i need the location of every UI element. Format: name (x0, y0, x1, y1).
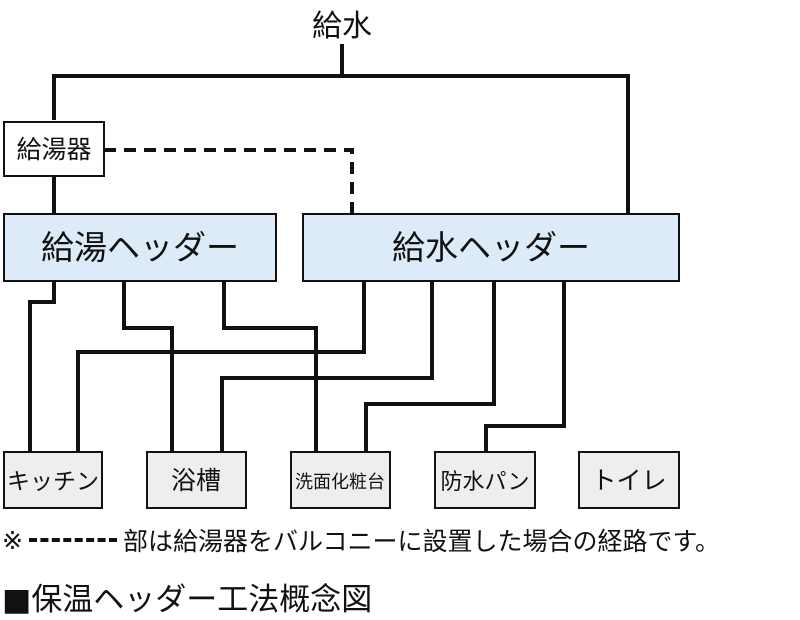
water-heater-label: 給湯器 (16, 135, 91, 164)
cold-header-label: 給水ヘッダー (392, 228, 590, 267)
cold-to-washbasin-pipe (364, 281, 496, 452)
cold-to-bath-pipe (220, 281, 434, 452)
supply-label: 給水 (312, 9, 372, 44)
fixture-kitchen: キッチン (3, 451, 103, 509)
figure-caption: ■保温ヘッダー工法概念図 (2, 582, 373, 618)
fixture-toilet: トイレ (578, 451, 680, 509)
piping-diagram: 給水 給湯器 給湯ヘッダー 給水ヘッダー キッチン 浴槽 洗面化粧台 防水パン … (3, 9, 680, 509)
pipe-lines (28, 44, 630, 452)
hot-water-header: 給湯ヘッダー (3, 213, 277, 282)
supply-to-cold-header-pipe (342, 74, 630, 214)
fixture-washer-pan-label: 防水パン (440, 470, 529, 495)
cold-water-header: 給水ヘッダー (302, 213, 680, 282)
fixture-washbasin-label: 洗面化粧台 (295, 472, 385, 493)
note-mark: ※ (2, 525, 23, 555)
dashed-line-legend (28, 538, 117, 542)
route-note: ※ 部は給湯器をバルコニーに設置した場合の経路です。 (2, 522, 720, 558)
fixture-washer-pan: 防水パン (434, 451, 536, 509)
fixture-bath-label: 浴槽 (171, 466, 221, 495)
note-text: 部は給湯器をバルコニーに設置した場合の経路です。 (122, 527, 720, 556)
hot-header-label: 給湯ヘッダー (41, 228, 239, 267)
fixture-bath: 浴槽 (146, 451, 247, 509)
hot-to-washbasin-pipe (222, 281, 318, 452)
fixture-toilet-label: トイレ (591, 466, 666, 495)
fixture-kitchen-label: キッチン (7, 469, 99, 495)
cold-to-kitchen-pipe (76, 281, 366, 452)
cold-to-washer-pan-pipe (484, 281, 566, 452)
fixture-washbasin: 洗面化粧台 (290, 451, 391, 509)
water-heater-box: 給湯器 (3, 121, 105, 177)
hot-to-kitchen-pipe (28, 281, 56, 452)
balcony-dashed-route (104, 148, 354, 214)
supply-pipe (52, 44, 344, 120)
hot-to-bath-pipe (122, 281, 174, 452)
